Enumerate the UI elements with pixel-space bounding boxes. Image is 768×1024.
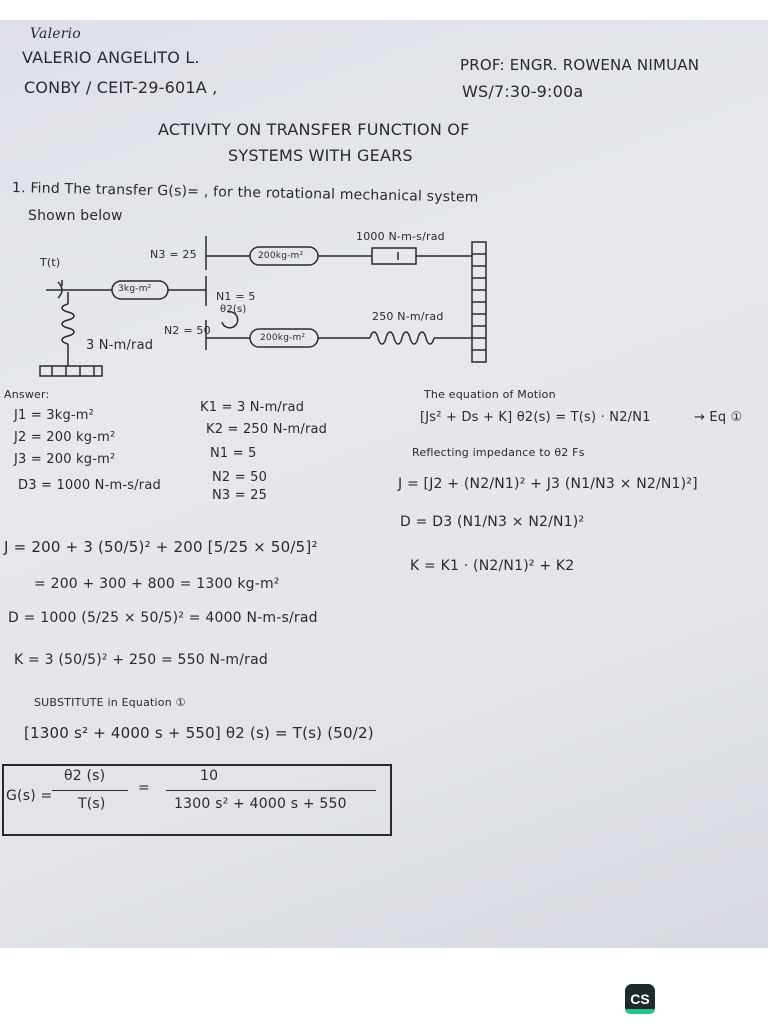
j2-label: 200kg-m²	[260, 333, 306, 343]
given-j3: J3 = 200 kg-m²	[14, 452, 116, 467]
given-k2: K2 = 250 N-m/rad	[206, 422, 328, 437]
given-k1: K1 = 3 N-m/rad	[200, 400, 305, 415]
spring-k2-label: 250 N-m/rad	[372, 310, 444, 323]
equation-of-motion-title: The equation of Motion	[424, 388, 556, 401]
j3-label: 200kg-m²	[258, 251, 304, 261]
n1-label: N1 = 5	[216, 290, 256, 303]
k-calculation: K = 3 (50/5)² + 250 = 550 N-m/rad	[14, 652, 268, 668]
equation-of-motion: [Js² + Ds + K] θ2(s) = T(s) · N2/N1	[420, 410, 651, 425]
student-name: VALERIO ANGELITO L.	[22, 48, 200, 67]
schedule: WS/7:30-9:00a	[462, 82, 584, 101]
substitute-note: SUBSTITUTE in Equation ①	[34, 696, 186, 709]
camscanner-logo: CS	[625, 984, 655, 1014]
final-lhs: G(s) =	[6, 788, 53, 804]
final-denominator-right: 1300 s² + 4000 s + 550	[174, 796, 347, 812]
torque-label: T(t)	[40, 256, 61, 269]
worksheet-paper: Valerio VALERIO ANGELITO L. CONBY / CEIT…	[0, 20, 768, 948]
k-formula: K = K1 · (N2/N1)² + K2	[410, 558, 575, 574]
final-answer-box	[2, 764, 392, 836]
j-formula: J = [J2 + (N2/N1)² + J3 (N1/N3 × N2/N1)²…	[398, 476, 698, 492]
d-calculation: D = 1000 (5/25 × 50/5)² = 4000 N-m-s/rad	[8, 610, 318, 626]
given-j2: J2 = 200 kg-m²	[14, 430, 116, 445]
given-d3: D3 = 1000 N-m-s/rad	[18, 478, 161, 493]
j-result: = 200 + 300 + 800 = 1300 kg-m²	[34, 576, 280, 592]
fraction-bar-left	[52, 790, 128, 791]
equation-tag: → Eq ①	[694, 410, 743, 425]
substituted-equation: [1300 s² + 4000 s + 550] θ2 (s) = T(s) (…	[24, 724, 374, 742]
fraction-bar-right	[166, 790, 376, 791]
given-n3: N3 = 25	[212, 488, 268, 503]
title-line-1: ACTIVITY ON TRANSFER FUNCTION OF	[158, 120, 470, 139]
damper-label: 1000 N-m-s/rad	[356, 230, 445, 243]
j-calculation: J = 200 + 3 (50/5)² + 200 [5/25 × 50/5]²	[4, 538, 318, 556]
final-numerator-right: 10	[200, 768, 219, 784]
gear-system-diagram	[39, 236, 487, 377]
n2-label: N2 = 50	[164, 324, 211, 337]
final-numerator-left: θ2 (s)	[64, 768, 106, 784]
answer-label: Answer:	[4, 388, 50, 401]
j1-label: 3kg-m²	[118, 284, 152, 294]
reflecting-impedance-note: Reflecting impedance to θ2 Fs	[412, 446, 585, 459]
spring-k1-label: 3 N-m/rad	[86, 338, 154, 353]
n3-label: N3 = 25	[150, 248, 197, 261]
problem-line-2: Shown below	[28, 208, 123, 224]
title-line-2: SYSTEMS WITH GEARS	[228, 146, 413, 165]
given-n2: N2 = 50	[212, 470, 268, 485]
section: CONBY / CEIT-29-601A ,	[24, 78, 218, 97]
signature: Valerio	[30, 26, 81, 42]
given-n1: N1 = 5	[210, 446, 257, 461]
professor: PROF: ENGR. ROWENA NIMUAN	[460, 56, 700, 74]
theta2-label: θ2(s)	[220, 304, 247, 315]
final-equals: =	[138, 780, 150, 796]
final-denominator-left: T(s)	[78, 796, 106, 812]
d-formula: D = D3 (N1/N3 × N2/N1)²	[400, 514, 585, 530]
given-j1: J1 = 3kg-m²	[14, 408, 95, 423]
